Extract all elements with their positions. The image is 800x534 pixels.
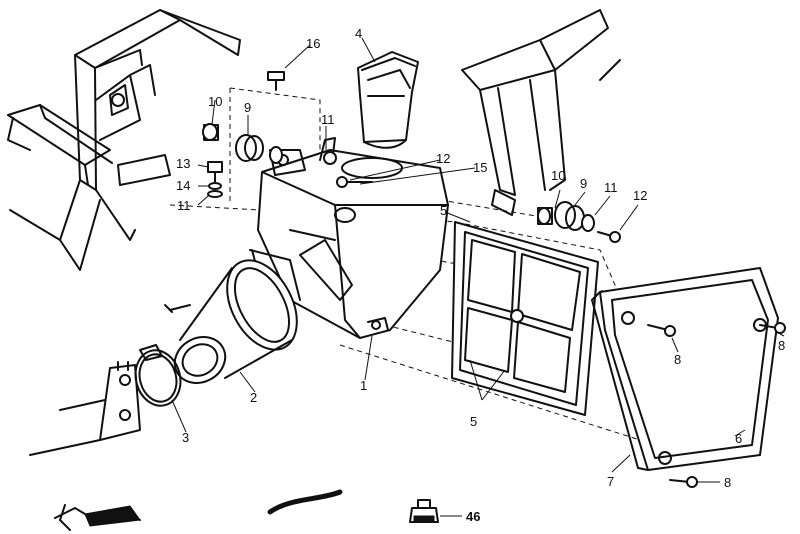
part-airbox [249, 137, 449, 339]
callout-3: 3 [182, 430, 189, 445]
screws-8 [647, 322, 786, 488]
callout-8-b: 8 [778, 338, 785, 353]
callout-8-a: 8 [674, 352, 681, 367]
callout-7: 7 [607, 474, 614, 489]
callout-9-left: 9 [244, 100, 251, 115]
callout-4: 4 [355, 26, 362, 41]
left-mount-hardware [202, 71, 373, 198]
callout-15: 15 [473, 160, 487, 175]
callout-11-right: 11 [604, 180, 618, 195]
callout-14: 14 [176, 178, 190, 193]
callout-9-right: 9 [580, 176, 587, 191]
callout-10-left: 10 [208, 94, 222, 109]
callout-46: 46 [466, 509, 480, 524]
part-air-filter [451, 221, 599, 416]
callout-8-c: 8 [724, 475, 731, 490]
part-airbox-cover [591, 267, 779, 471]
callout-13: 13 [176, 156, 190, 171]
callout-12-right: 12 [633, 188, 647, 203]
small-pin [164, 304, 191, 313]
leader-lines [171, 37, 785, 517]
right-mount-hardware [537, 201, 621, 243]
frame-tubes [7, 9, 241, 271]
frame-rear-tubes [461, 9, 621, 216]
callout-11-top: 11 [321, 112, 335, 127]
callout-5-bottom: 5 [470, 414, 477, 429]
part-intake-boot [173, 259, 298, 384]
callout-6: 6 [735, 431, 742, 446]
callout-11-left: 11 [177, 198, 191, 213]
callout-5-top: 5 [440, 203, 447, 218]
callout-16: 16 [306, 36, 320, 51]
callout-labels: 1 2 3 4 5 5 6 7 8 8 8 9 9 10 10 11 11 11… [176, 26, 785, 524]
bottom-parts-row [54, 489, 439, 531]
carburetor-stub [29, 361, 141, 456]
callout-10-right: 10 [551, 168, 565, 183]
part-intake-snorkel [357, 51, 419, 149]
callout-1: 1 [360, 378, 367, 393]
callout-12-top: 12 [436, 151, 450, 166]
callout-2: 2 [250, 390, 257, 405]
